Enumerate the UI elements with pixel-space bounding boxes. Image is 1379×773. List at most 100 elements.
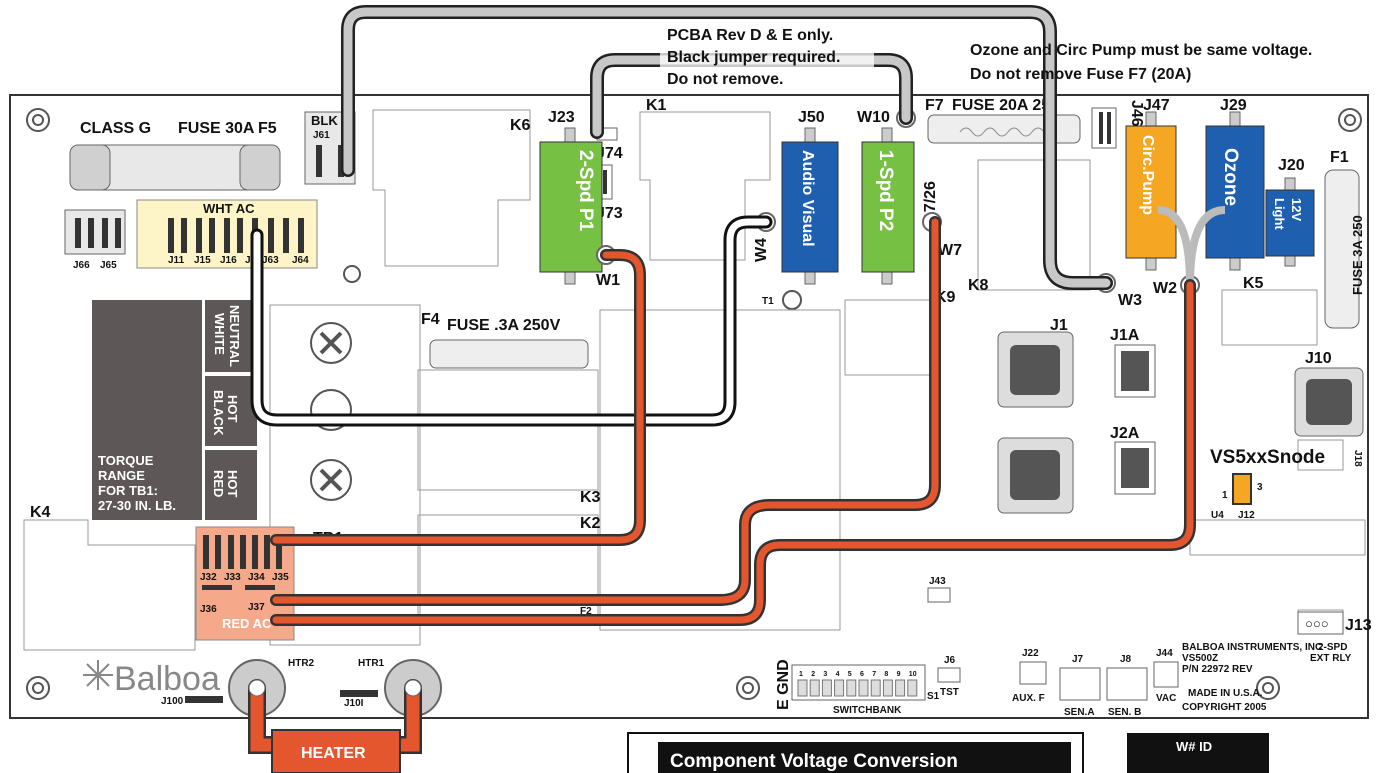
dip-switch[interactable] <box>821 679 832 697</box>
j20-label: J20 <box>1278 157 1305 174</box>
k6-label: K6 <box>510 117 531 134</box>
terminal-red: RED <box>211 470 226 497</box>
j6-label: J6 <box>944 655 956 666</box>
t1-label: T1 <box>762 296 774 307</box>
fuse-f5-rating: FUSE 30A <box>178 120 255 137</box>
k2-label: K2 <box>580 515 601 532</box>
j2a-label: J2A <box>1110 425 1140 442</box>
mode-pin3: 3 <box>1257 482 1263 493</box>
j12-label: J12 <box>1238 510 1255 521</box>
mode-label: VS5xxSnode <box>1210 447 1325 468</box>
ozone-note-1: Ozone and Circ Pump must be same voltage… <box>970 42 1312 59</box>
dip-switch[interactable] <box>858 679 869 697</box>
wht-ac-label: WHT AC <box>203 201 255 216</box>
j13-dots: ○○○ <box>1305 616 1329 631</box>
j74-label: J74 <box>596 145 623 162</box>
j37-label: J37 <box>248 602 265 613</box>
dip-switch[interactable] <box>882 679 893 697</box>
dip-switch[interactable] <box>895 679 906 697</box>
brand-maker: BALBOA INSTRUMENTS, INC <box>1182 642 1322 653</box>
fuse-f1 <box>1324 169 1360 329</box>
audio-visual-relay <box>781 141 839 273</box>
htr1-label: HTR1 <box>358 658 385 669</box>
j50-label: J50 <box>798 109 825 126</box>
pcba-note-1: PCBA Rev D & E only. <box>667 27 833 44</box>
ext-rly-label: EXT RLY <box>1310 653 1352 664</box>
heater-label: HEATER <box>301 745 366 762</box>
dip-switch[interactable] <box>907 679 918 697</box>
j44-label: J44 <box>1156 648 1173 659</box>
dip-switch[interactable] <box>870 679 881 697</box>
wid-box <box>1127 733 1269 773</box>
aux-label: AUX. F <box>1012 693 1045 704</box>
k4-label: K4 <box>30 504 51 521</box>
fuse-f7 <box>927 114 1081 144</box>
j63-label: J63 <box>262 255 279 266</box>
switch-number: 7 <box>872 671 876 678</box>
k3-label: K3 <box>580 489 601 506</box>
j8-label: J8 <box>1120 654 1132 665</box>
j18-label: J18 <box>1352 450 1363 467</box>
fuse-f7-rating: FUSE 20A 25 <box>952 97 1050 114</box>
f2-label: F2 <box>580 606 592 617</box>
j32-label: J32 <box>200 572 217 583</box>
orange-wires <box>248 216 1196 754</box>
balboa-logo-icon <box>83 660 113 690</box>
dip-switch[interactable] <box>834 679 845 697</box>
switch-number: 9 <box>897 671 901 678</box>
2spd-p1-label: 2-Spd P1 <box>575 150 596 232</box>
j1a-label: J1A <box>1110 327 1140 344</box>
terminal-neutral: NEUTRAL <box>227 305 242 367</box>
u4-label: U4 <box>1211 510 1224 521</box>
dip-switch[interactable] <box>846 679 857 697</box>
j13-connector <box>1297 611 1344 635</box>
htr2-label: HTR2 <box>288 658 315 669</box>
j29-label: J29 <box>1220 97 1247 114</box>
tst-label: TST <box>940 687 959 698</box>
component-outlines <box>23 109 1366 651</box>
j73-label: J73 <box>596 205 623 222</box>
switch-number: 6 <box>860 671 864 678</box>
two-spd-label: 2-SPD <box>1318 642 1347 653</box>
ozone-note-2: Do not remove Fuse F7 (20A) <box>970 66 1191 83</box>
j34-label: J34 <box>248 572 265 583</box>
w2-label: W2 <box>1153 280 1177 297</box>
w7-label: W7 <box>938 242 962 259</box>
ozone-relay <box>1205 125 1265 259</box>
board-outline <box>9 94 1369 719</box>
j36-label: J36 <box>200 604 217 615</box>
j101-label: J10I <box>344 698 364 709</box>
terminal-screws <box>310 322 352 501</box>
j47-label: J47 <box>1143 97 1170 114</box>
j10-label: J10 <box>1305 350 1332 367</box>
w3-label: W3 <box>1118 292 1142 309</box>
w4-label: W4 <box>753 238 770 262</box>
j7-label: J7 <box>1072 654 1084 665</box>
terminal-white: WHITE <box>212 313 227 355</box>
brand-made: MADE IN U.S.A. <box>1188 688 1263 699</box>
dip-switch[interactable] <box>809 679 820 697</box>
circ-pump-relay <box>1125 125 1177 259</box>
wid-title: W# ID <box>1176 739 1212 754</box>
terminal-black: BLACK <box>211 390 226 436</box>
1spd-p2-relay <box>861 141 915 273</box>
mounting-holes <box>26 108 1362 700</box>
sen-a-label: SEN.A <box>1064 707 1095 718</box>
w10-label: W10 <box>857 109 890 126</box>
fuse-f4-label: F4 <box>421 311 440 328</box>
dip-switch[interactable] <box>797 679 808 697</box>
fuse-f5-label: F5 <box>258 120 277 137</box>
balboa-logo-text: Balboa <box>114 660 220 698</box>
j13-label: J13 <box>1345 617 1372 634</box>
light-relay <box>1265 189 1315 257</box>
brand-model: VS500Z <box>1182 653 1218 664</box>
ozone-label: Ozone <box>1220 148 1241 206</box>
j16-label: J16 <box>220 255 237 266</box>
mode-jumper[interactable] <box>1232 473 1252 505</box>
light-label-a: 12V <box>1289 198 1304 221</box>
1spd-p2-label: 1-Spd P2 <box>875 150 896 231</box>
s1-label: S1 <box>927 691 940 702</box>
switch-number: 8 <box>884 671 888 678</box>
j15-label: J15 <box>194 255 211 266</box>
tb1-terminal-block <box>92 300 202 520</box>
